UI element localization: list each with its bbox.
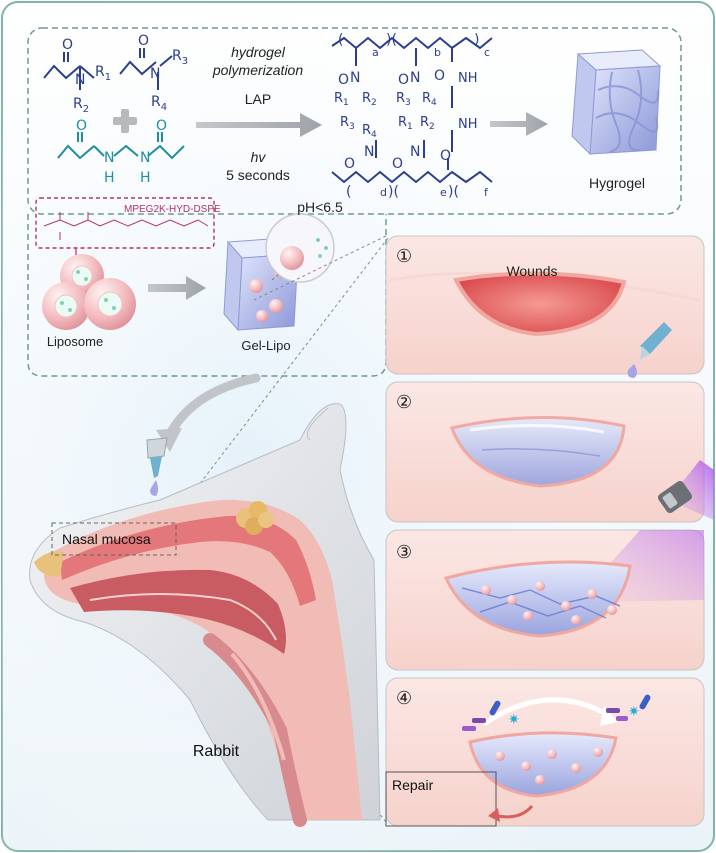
bacteria-icon-left: ✷ (462, 700, 520, 731)
nasal-cavity (44, 499, 362, 827)
polymer-unit-e: e (440, 186, 447, 199)
monomer-1 (43, 52, 95, 90)
plus-icon (113, 109, 137, 133)
monomer-1-oxygen: O (62, 37, 73, 53)
polymer-n1: N (350, 70, 360, 86)
ph-label: pH<6.5 (297, 199, 343, 215)
release-arrow (482, 697, 612, 727)
svg-text:✷: ✷ (508, 711, 520, 727)
monomer-2 (119, 48, 173, 90)
step-panel-4: ✷ ✷ (385, 677, 705, 827)
lipid-structure-box (35, 197, 215, 249)
liposome-panel (27, 214, 387, 377)
monomer-2-nitrogen: N (150, 66, 160, 82)
polymer-bracket-6: )( (448, 184, 459, 200)
step-1-label: Wounds (506, 263, 557, 279)
step-panel-3 (385, 529, 705, 671)
step-2-number: ② (396, 392, 412, 412)
zoom-guide-1 (253, 235, 387, 301)
polymer-n2: N (410, 70, 420, 86)
crosslinker-n1: N (104, 150, 114, 166)
ph-bubble-liposome (280, 246, 304, 270)
repair-box (385, 771, 497, 827)
crosslinker-h2: H (140, 170, 151, 186)
synthesis-panel (27, 27, 682, 215)
polymer-bracket-1: ( (338, 32, 343, 48)
step-4-label: Repair (392, 777, 434, 793)
nasal-mucosa-label: Nasal mucosa (62, 531, 151, 547)
polymer-o3: O (434, 68, 445, 84)
step-panel-2 (385, 381, 714, 523)
polymer-nh2: NH (458, 117, 478, 132)
liposome-cluster (42, 254, 136, 330)
polymer-o6: O (440, 148, 451, 164)
polymer-unit-f: f (484, 186, 489, 199)
hydrogel-label: Hygrogel (589, 175, 645, 191)
polymer-o4: O (344, 156, 355, 172)
polymer-unit-a: a (372, 46, 379, 59)
step-panel-1 (385, 235, 705, 378)
polymer-unit-d: d (380, 186, 387, 199)
polymer-n3: N (364, 144, 374, 160)
zoom-guide-2 (171, 237, 389, 521)
gel-lipo-label: Gel-Lipo (241, 338, 290, 353)
drop-arrow-head (156, 428, 182, 452)
polymer-bracket-2: )( (386, 32, 397, 48)
nose-tip (34, 551, 64, 577)
polymer-o2: O (398, 72, 409, 88)
bacteria-icon-right: ✷ (606, 694, 651, 721)
polymer-nh1: NH (458, 71, 478, 86)
monomer-2-oxygen: O (138, 33, 149, 49)
svg-text:✷: ✷ (628, 703, 640, 719)
lipid-label: MPEG2K-HYD-DSPE (124, 204, 221, 215)
drop-arrow (163, 373, 261, 443)
lipid-structure (43, 212, 209, 240)
reaction-arrow (196, 113, 322, 137)
hydrogel-arrow (490, 112, 548, 136)
monomer-1-nitrogen: N (75, 72, 85, 88)
liposome-label: Liposome (47, 334, 103, 349)
reaction-text-2: polymerization (212, 62, 303, 78)
step-1-number: ① (396, 246, 412, 266)
crosslinker-oxygen-2: O (156, 118, 167, 134)
crosslinker-n2: N (140, 150, 150, 166)
polymer-o1: O (338, 72, 349, 88)
polymer-unit-b: b (434, 46, 441, 59)
olfactory-bulb (236, 501, 274, 535)
polymer-n4: N (410, 144, 420, 160)
polymer-network (331, 36, 493, 184)
nasal-mucosa-box (51, 522, 177, 556)
light-time: 5 seconds (226, 167, 290, 183)
crosslinker-oxygen-1: O (76, 118, 87, 134)
gel-lipo-arrow (148, 276, 206, 300)
polymer-unit-c: c (484, 46, 490, 59)
dropper-icon (146, 437, 168, 496)
step-4-number: ④ (396, 688, 412, 708)
hydrogel-cube (571, 49, 662, 156)
uv-lamp-icon (657, 480, 693, 514)
crosslinker-h1: H (104, 170, 115, 186)
reaction-text-1: hydrogel (231, 44, 286, 60)
initiator-label: LAP (245, 91, 271, 107)
repair-arrow (497, 804, 534, 819)
crosslinker (57, 132, 185, 160)
polymer-bracket-5: )( (388, 184, 399, 200)
rabbit-label: Rabbit (193, 743, 240, 760)
ph-bubble (265, 213, 335, 283)
polymer-bracket-3: ) (474, 32, 479, 48)
step-3-number: ③ (396, 542, 412, 562)
light-symbol: hv (251, 149, 267, 165)
polymer-o5: O (392, 156, 403, 172)
polymer-bracket-4: ( (346, 184, 351, 200)
